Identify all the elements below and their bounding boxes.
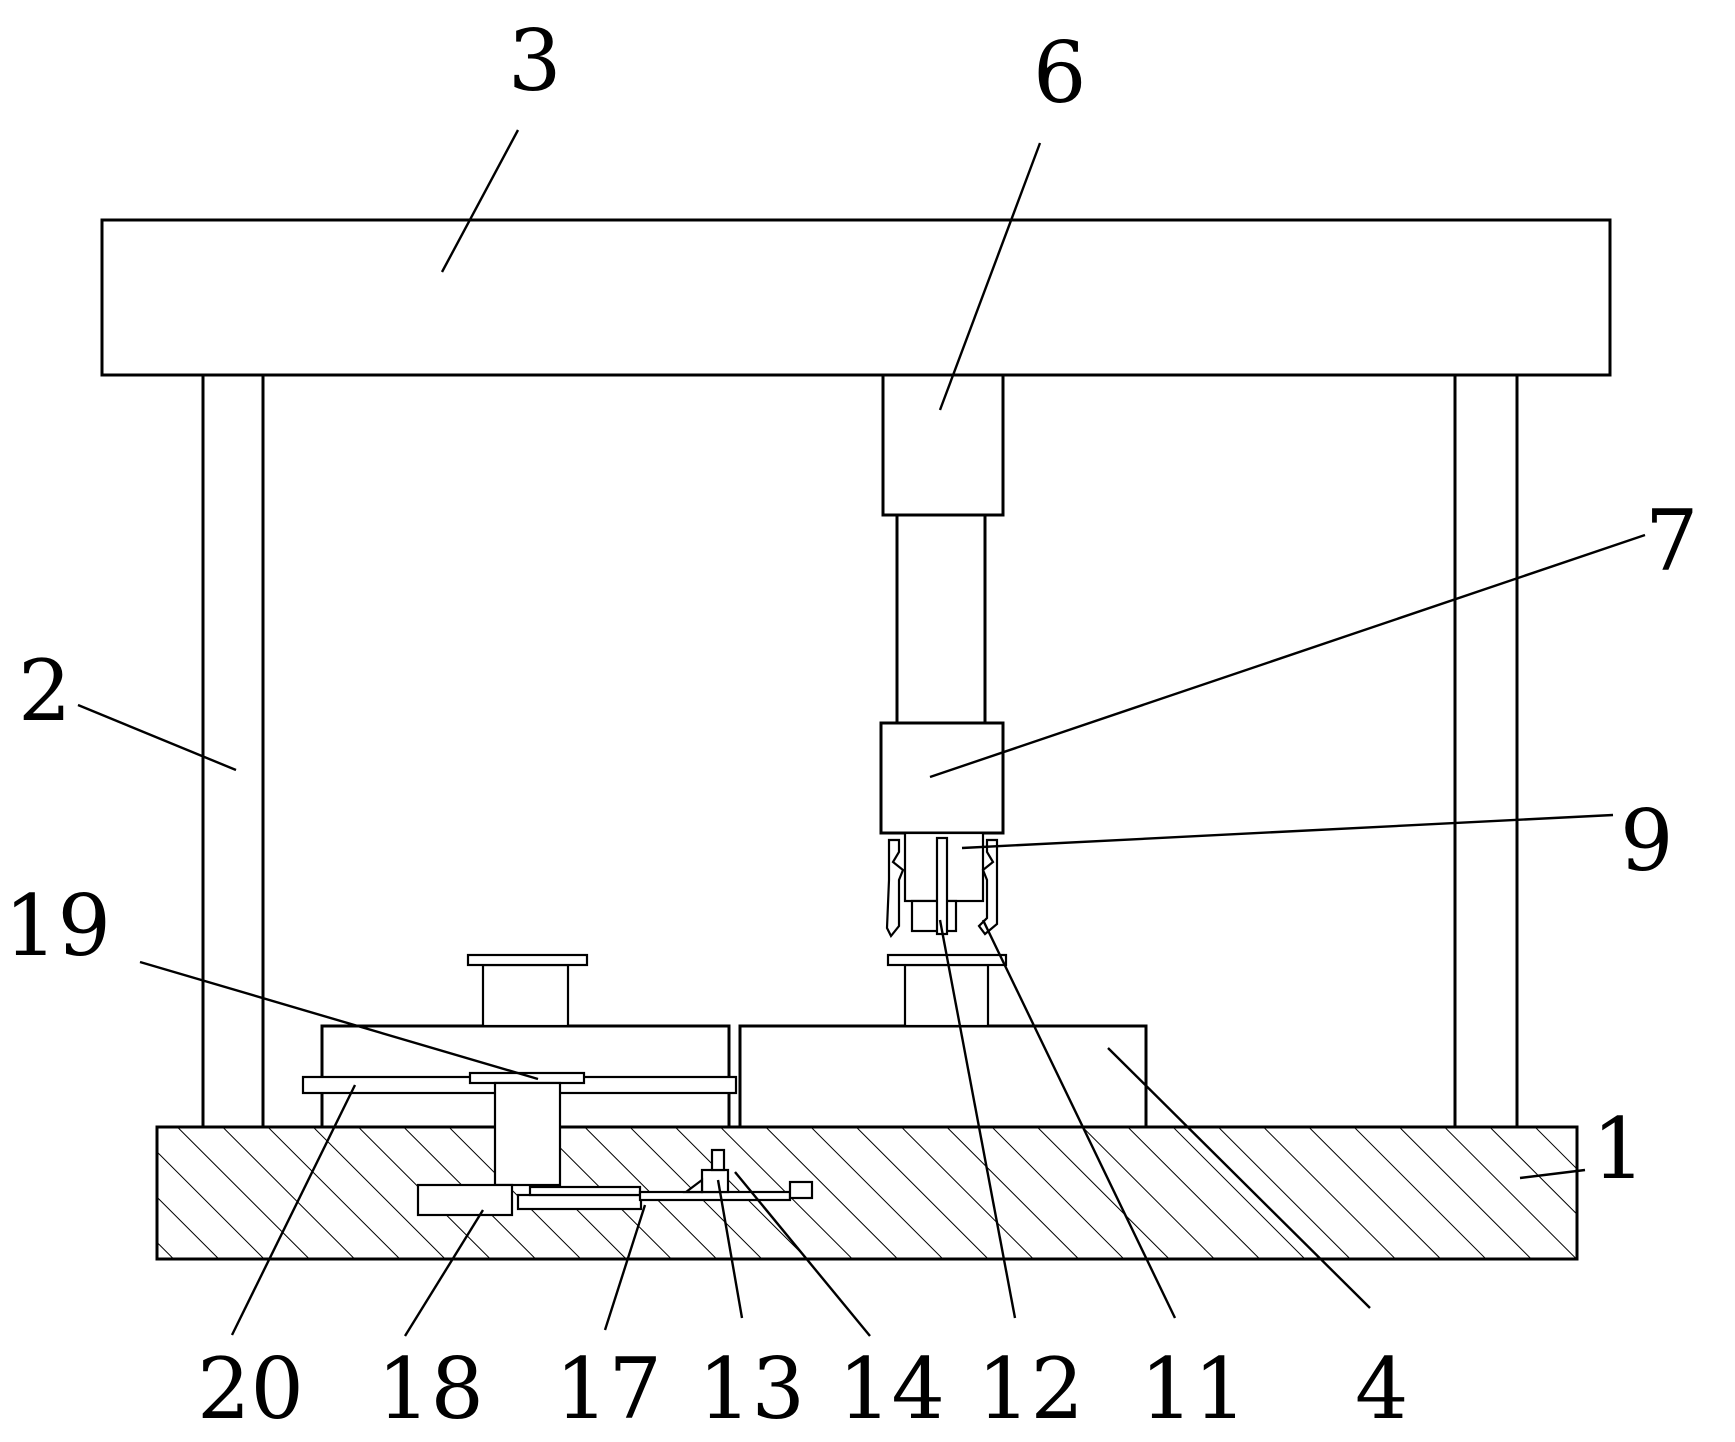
label-14: 14 bbox=[838, 1340, 945, 1438]
leader-lines bbox=[77, 129, 1646, 1337]
leader-1 bbox=[1519, 1168, 1586, 1180]
leader-19 bbox=[139, 960, 539, 1081]
top-beam bbox=[100, 218, 1612, 377]
label-1: 1 bbox=[1592, 1100, 1645, 1198]
leader-3 bbox=[440, 129, 520, 273]
leader-11 bbox=[981, 919, 1177, 1319]
left-column bbox=[201, 373, 265, 1129]
leader-2 bbox=[77, 703, 237, 772]
label-13: 13 bbox=[698, 1340, 805, 1438]
leader-12 bbox=[938, 919, 1017, 1319]
right-mold-block bbox=[738, 1024, 1148, 1129]
label-20: 20 bbox=[197, 1340, 304, 1438]
left-mold-cap bbox=[466, 953, 589, 967]
shaft-flange bbox=[468, 1071, 586, 1085]
push-wedge bbox=[682, 1177, 704, 1194]
rotating-shaft bbox=[493, 1081, 562, 1187]
transmission-rod bbox=[638, 1190, 792, 1202]
callout-labels: 1 2 3 4 6 7 9 11 12 13 14 17 18 19 20 bbox=[4, 12, 1698, 1438]
push-pin bbox=[710, 1148, 726, 1172]
label-2: 2 bbox=[18, 642, 71, 740]
right-column bbox=[1453, 373, 1519, 1129]
label-19: 19 bbox=[4, 877, 111, 975]
transmission-plate-lower bbox=[516, 1193, 643, 1211]
label-4: 4 bbox=[1355, 1340, 1408, 1438]
leader-7 bbox=[929, 533, 1646, 779]
base-plate bbox=[155, 1125, 1579, 1261]
label-3: 3 bbox=[508, 12, 561, 110]
label-9: 9 bbox=[1620, 792, 1673, 890]
press-head bbox=[879, 721, 1005, 835]
label-17: 17 bbox=[555, 1340, 662, 1438]
clamp-assembly bbox=[885, 831, 999, 939]
piston-rod bbox=[895, 513, 987, 725]
hydraulic-cylinder bbox=[881, 373, 1005, 517]
leader-14 bbox=[734, 1171, 871, 1337]
leader-20 bbox=[230, 1084, 357, 1336]
leader-13 bbox=[716, 1179, 744, 1319]
rod-end-stop bbox=[788, 1180, 814, 1200]
drive-motor bbox=[416, 1183, 514, 1217]
leader-4 bbox=[1107, 1047, 1371, 1309]
left-mold-post bbox=[481, 963, 570, 1028]
push-block bbox=[700, 1168, 730, 1194]
label-7: 7 bbox=[1645, 492, 1698, 590]
label-6: 6 bbox=[1033, 24, 1086, 122]
leader-17 bbox=[603, 1204, 647, 1331]
label-12: 12 bbox=[977, 1340, 1084, 1438]
leader-9 bbox=[961, 813, 1614, 850]
right-mold-post bbox=[903, 963, 990, 1028]
transmission-plate-upper bbox=[528, 1185, 642, 1197]
leader-18 bbox=[403, 1209, 485, 1337]
label-18: 18 bbox=[377, 1340, 484, 1438]
label-11: 11 bbox=[1140, 1340, 1247, 1438]
leader-6 bbox=[938, 142, 1042, 411]
